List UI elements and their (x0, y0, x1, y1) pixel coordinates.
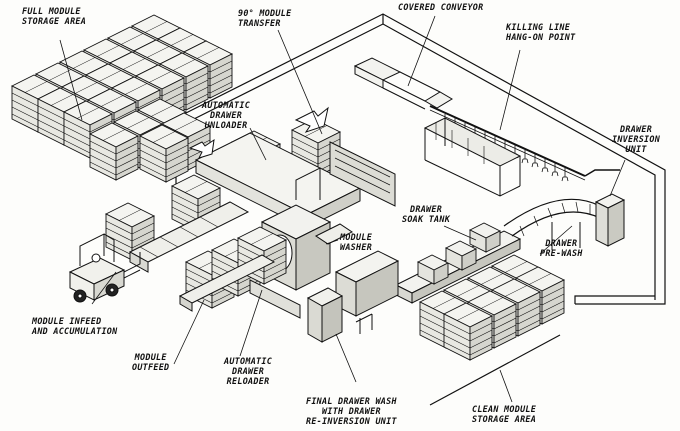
label-module-transfer: 90° MODULE TRANSFER (238, 8, 292, 28)
label-drawer-soak-tank: DRAWER SOAK TANK (402, 204, 451, 224)
transfer-arrows (188, 106, 329, 159)
label-full-module-storage: FULL MODULE STORAGE AREA (22, 6, 87, 26)
drawer-conveyor (394, 193, 626, 304)
label-module-infeed: MODULE INFEED AND ACCUMULATION (32, 316, 118, 336)
forklift (68, 233, 141, 303)
label-module-washer: MODULE WASHER (340, 232, 373, 252)
label-clean-module-storage: CLEAN MODULE STORAGE AREA (472, 404, 537, 424)
label-killing-line: KILLING LINE HANG-ON POINT (506, 22, 576, 42)
label-drawer-inversion: DRAWER INVERSION UNIT (612, 124, 661, 154)
label-covered-conveyor: COVERED CONVEYOR (398, 2, 484, 12)
module-infeed (105, 174, 250, 273)
covered-conveyor (353, 57, 453, 110)
label-drawer-unloader: AUTOMATIC DRAWER UNLOADER (202, 100, 251, 130)
killing-line (423, 105, 620, 197)
label-drawer-reloader: AUTOMATIC DRAWER RELOADER (224, 356, 273, 386)
module-outfeed (178, 226, 301, 319)
label-module-outfeed: MODULE OUTFEED (132, 352, 170, 372)
final-drawer-wash (306, 250, 400, 343)
leader-lines (59, 15, 626, 403)
drawer-unloader (194, 118, 396, 229)
label-final-drawer-wash: FINAL DRAWER WASH WITH DRAWER RE-INVERSI… (306, 396, 397, 426)
label-drawer-prewash: DRAWER PRE-WASH (540, 238, 583, 258)
